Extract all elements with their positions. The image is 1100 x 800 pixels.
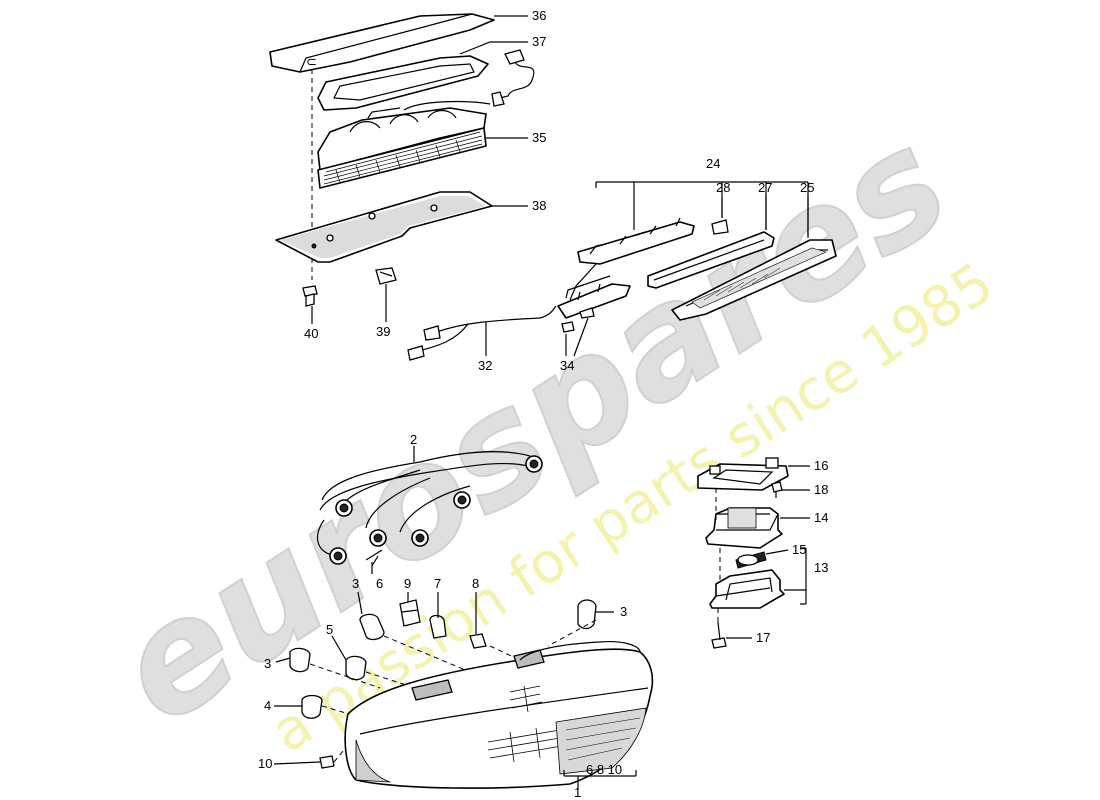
label-group-1: 6 8 10 [586,762,622,777]
part-35-brake-light [317,100,491,189]
part-8-socket [469,633,487,649]
label-9: 9 [404,576,411,591]
label-1: 1 [574,785,581,800]
part-39-bulb [375,267,397,285]
label-7: 7 [434,576,441,591]
label-36: 36 [532,8,546,23]
label-3b: 3 [620,604,627,619]
label-39: 39 [376,324,390,339]
part-14-housing [705,507,783,549]
bulb-socket [329,455,543,565]
part-15-bulb [735,551,767,569]
callout-labels: 36 37 35 38 40 39 24 28 27 25 32 34 2 6 … [258,8,828,800]
label-2: 2 [410,432,417,447]
part-9-bulb [399,599,421,627]
label-15: 15 [792,542,806,557]
part-5-bulb [345,655,367,681]
part-27-seal [647,231,775,289]
label-10: 10 [258,756,272,771]
part-2-harness [317,451,543,567]
label-18: 18 [814,482,828,497]
guide-lines-license [715,488,721,624]
label-40: 40 [304,326,318,341]
part-3-bulb-left [289,647,311,673]
part-17-screw [711,621,727,649]
part-10-plug [319,755,335,769]
label-3c: 3 [264,656,271,671]
guide-lines-lower [309,619,597,763]
label-32: 32 [478,358,492,373]
part-3-bulb-right [577,599,597,630]
part-34-screws [561,307,595,333]
part-18-screw [771,481,783,498]
part-1-tail-light [344,641,654,789]
label-38: 38 [532,198,546,213]
part-38-gasket [275,191,493,263]
label-27: 27 [758,180,772,195]
part-36-cover: ⊂ [269,13,495,73]
label-24: 24 [706,156,720,171]
label-13: 13 [814,560,828,575]
part-13-holder [709,569,785,609]
part-24-bracket [557,217,695,319]
label-8: 8 [472,576,479,591]
label-3a: 3 [352,576,359,591]
part-25-lens [671,239,837,321]
label-4: 4 [264,698,271,713]
label-35: 35 [532,130,546,145]
label-34: 34 [560,358,574,373]
label-28: 28 [716,180,730,195]
part-4-bulb [301,694,323,719]
part-32-harness [407,305,557,361]
label-5: 5 [326,622,333,637]
part-3-bulb-upper [359,613,385,641]
part-40-screw [302,285,318,307]
label-37: 37 [532,34,546,49]
label-6: 6 [376,576,383,591]
label-14: 14 [814,510,828,525]
part-7-bulb [429,614,447,639]
svg-text:⊂: ⊂ [306,54,317,69]
label-17: 17 [756,630,770,645]
part-28-bulb [711,219,729,235]
label-25: 25 [800,180,814,195]
part-37-seal [317,49,535,111]
part-16-seal [697,457,789,491]
leader-lines [273,15,810,790]
label-16: 16 [814,458,828,473]
